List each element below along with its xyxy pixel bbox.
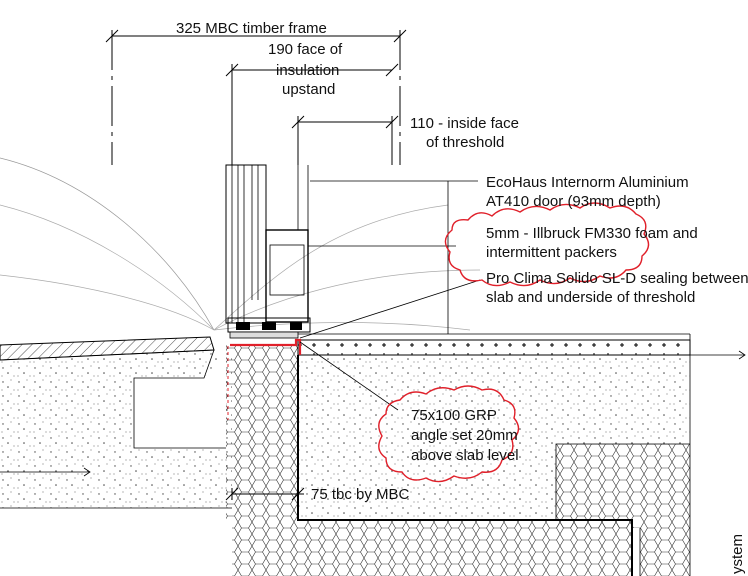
timber-frame-dimension: 325 MBC timber frame <box>176 20 327 37</box>
sealing-note-line2: slab and underside of threshold <box>486 289 695 306</box>
leader-lines <box>299 180 481 411</box>
annotations: 325 MBC timber frame 190 face of insulat… <box>176 20 748 574</box>
threshold-dimension-line1: 110 - inside face <box>410 115 519 132</box>
external-ground <box>0 336 232 509</box>
threshold-dimension-line2: of threshold <box>426 134 504 151</box>
edge-text: ystem <box>729 534 746 574</box>
foam-note-line2: intermittent packers <box>486 244 617 261</box>
floor-slab <box>297 333 746 576</box>
grp-note-line2: angle set 20mm <box>411 427 518 444</box>
sealing-membrane <box>230 338 302 355</box>
dimension-lines <box>105 29 407 501</box>
grp-note-line1: 75x100 GRP <box>411 407 497 424</box>
door-note-line2: AT410 door (93mm depth) <box>486 193 661 210</box>
insulation-zone <box>226 345 690 576</box>
guide-curves <box>0 157 481 331</box>
gap-dimension: 75 tbc by MBC <box>311 486 410 503</box>
door-note-line1: EcoHaus Internorm Aluminium <box>486 174 689 191</box>
grp-revision-cloud <box>378 385 520 483</box>
sealing-note-line1: Pro Clima Solido SL-D sealing between <box>486 270 748 287</box>
foam-revision-cloud <box>444 202 650 287</box>
insulation-dimension-line2: insulation <box>276 62 339 79</box>
foam-note-line1: 5mm - Illbruck FM330 foam and <box>486 225 698 242</box>
grp-note-line3: above slab level <box>411 447 519 464</box>
door-frame <box>225 164 311 339</box>
insulation-dimension-line1: 190 face of <box>268 41 343 58</box>
insulation-dimension-line3: upstand <box>282 81 335 98</box>
